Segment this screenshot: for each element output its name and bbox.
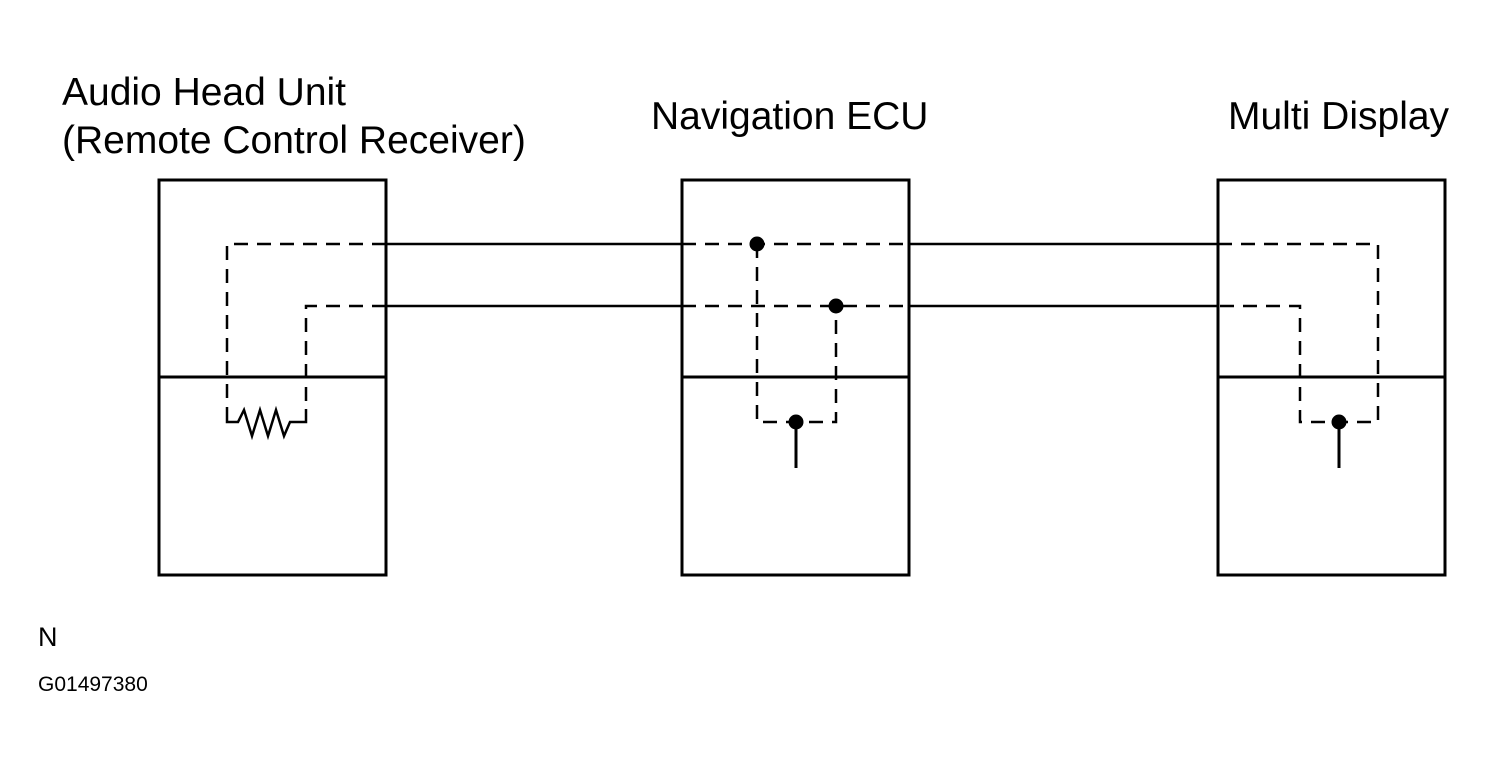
nav-junction-upper: [749, 236, 765, 252]
footer-mark: N: [38, 622, 58, 652]
audio-upper-internal-line: [225, 242, 386, 409]
audio-head-unit-label: Audio Head Unit: [62, 71, 347, 114]
resistor-symbol: [225, 405, 308, 441]
audio-lower-internal-line: [304, 304, 386, 409]
nav-junction-lower: [828, 298, 844, 314]
navigation-ecu-label: Navigation ECU: [651, 95, 929, 138]
nav-internal-loop: [755, 244, 838, 424]
multi-display-label: Multi Display: [1228, 95, 1450, 138]
remote-control-receiver-label: (Remote Control Receiver): [62, 119, 526, 162]
display-internal-loop: [1218, 242, 1380, 424]
figure-code: G01497380: [38, 673, 148, 696]
